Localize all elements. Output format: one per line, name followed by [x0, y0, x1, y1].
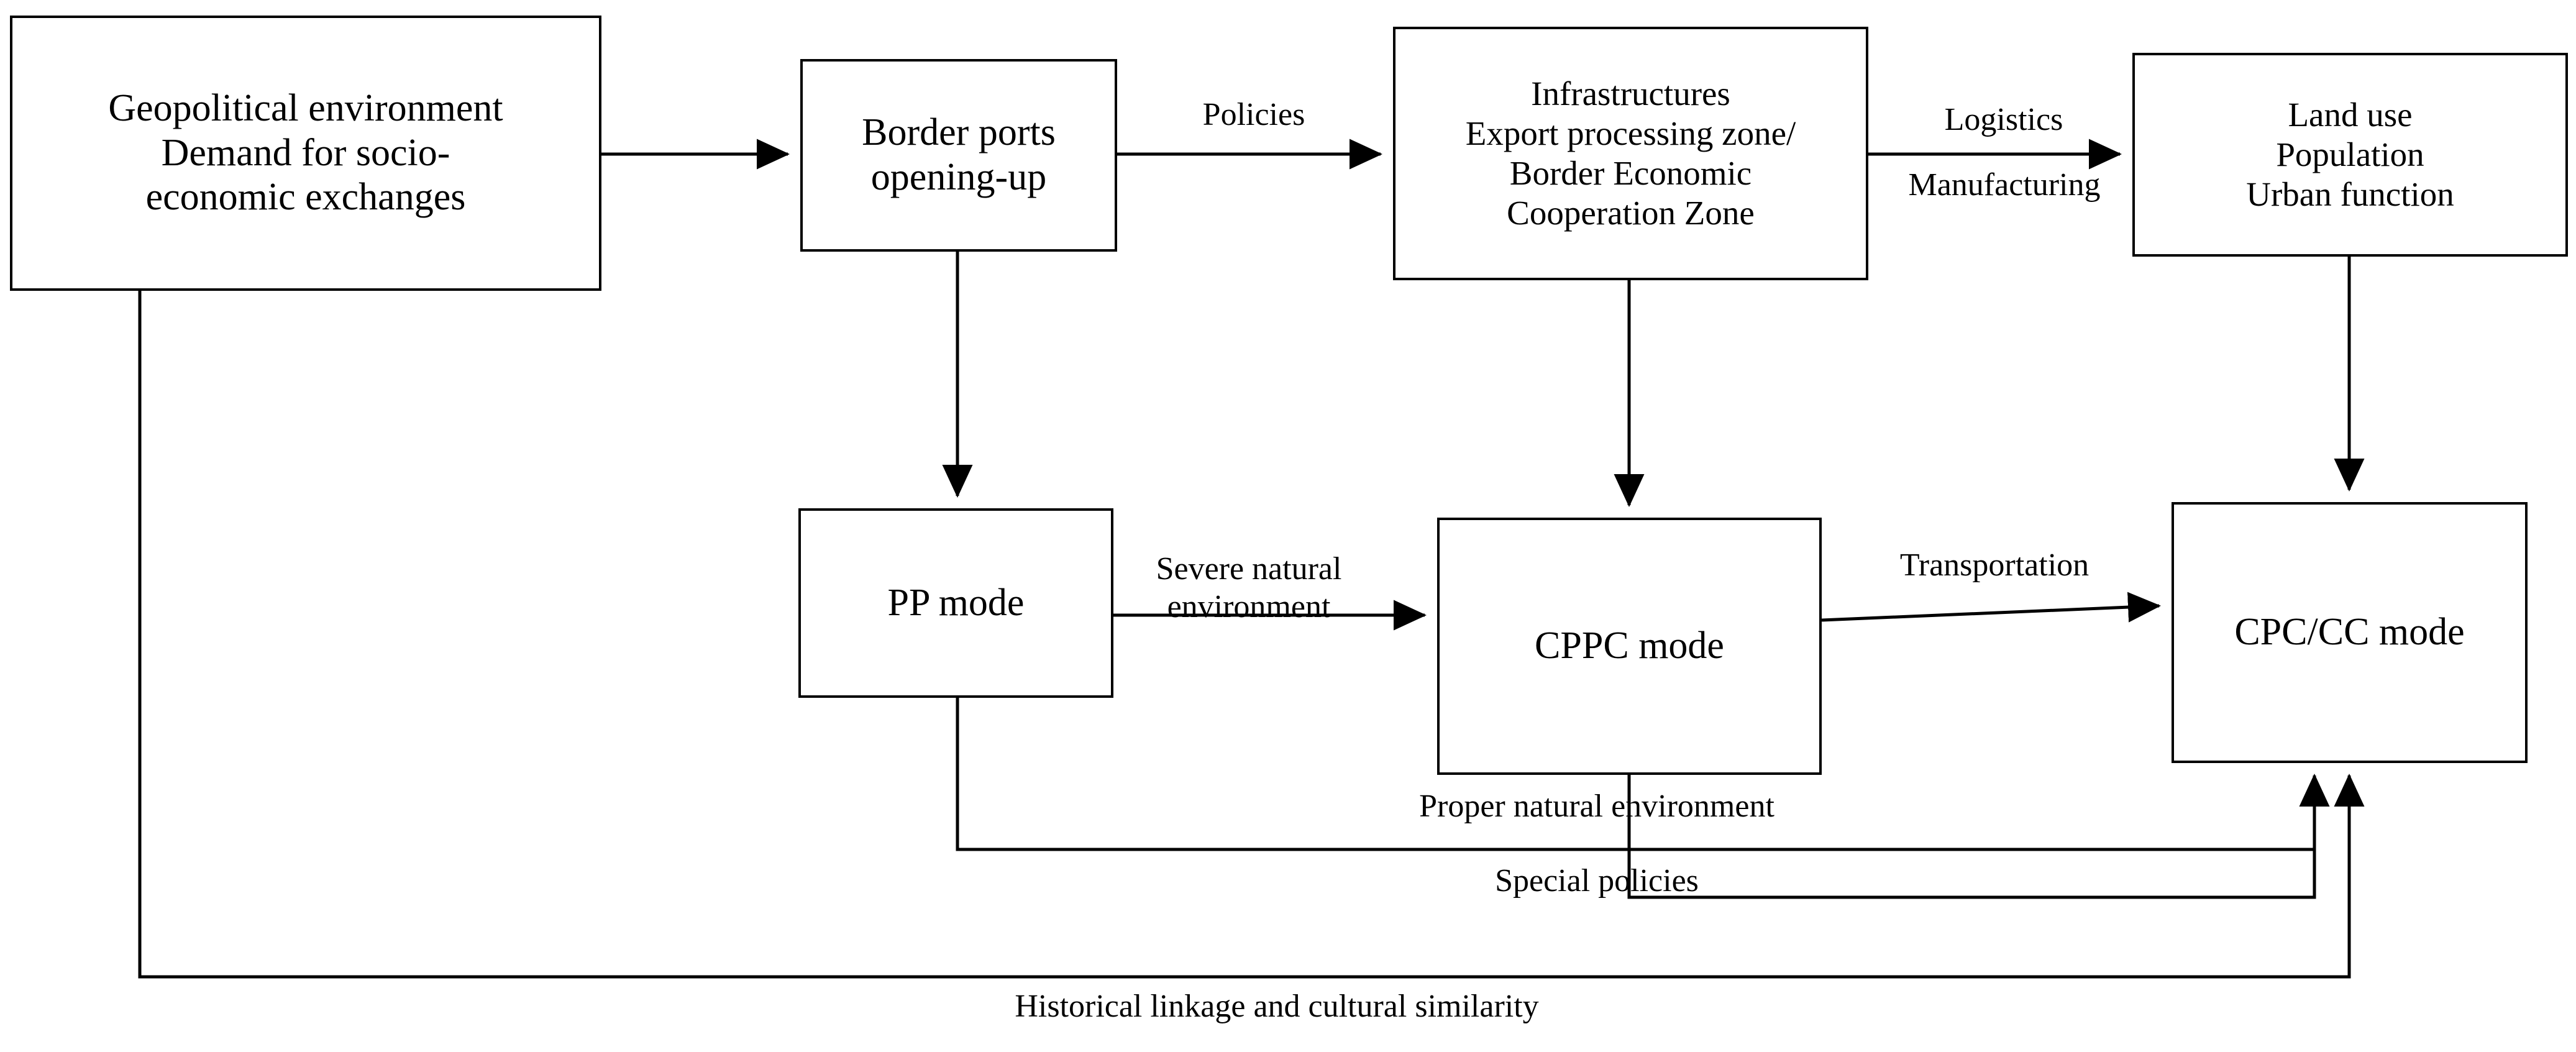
node-line: Demand for socio-	[161, 131, 450, 174]
edge-label-policies: Policies	[1202, 97, 1305, 132]
edge-label-transportation: Transportation	[1899, 547, 2090, 583]
edge-label-line: Severe natural	[1156, 551, 1342, 587]
node-border-ports-opening-up[interactable]: Border ports opening-up	[800, 59, 1117, 252]
node-cppc-mode[interactable]: CPPC mode	[1437, 518, 1822, 775]
edge-label-special-policies: Special policies	[1495, 863, 1699, 899]
node-line: Border ports	[862, 111, 1056, 154]
node-geopolitical-drivers[interactable]: Geopolitical environment Demand for soci…	[10, 16, 601, 291]
node-line: economic exchanges	[145, 176, 466, 219]
node-line: Land use	[2288, 96, 2413, 134]
node-pp-mode[interactable]: PP mode	[798, 508, 1113, 698]
node-infrastructures-zones[interactable]: Infrastructures Export processing zone/ …	[1393, 27, 1868, 280]
node-line: PP mode	[887, 581, 1025, 624]
node-line: Infrastructures	[1531, 75, 1730, 113]
node-line: Geopolitical environment	[108, 86, 503, 129]
edge-label-proper-natural-environment: Proper natural environment	[1419, 789, 1774, 824]
node-line: Export processing zone/	[1465, 114, 1796, 153]
edge-cppc-to-cpccc	[1821, 592, 2161, 623]
node-line: Border Economic	[1509, 154, 1752, 192]
node-line: CPC/CC mode	[2234, 611, 2465, 654]
edge-label-severe-natural-environment: Severe natural environment	[1118, 550, 1379, 626]
edge-label-manufacturing: Manufacturing	[1908, 167, 2101, 203]
node-line: CPPC mode	[1535, 624, 1724, 667]
node-line: opening-up	[870, 156, 1047, 198]
node-land-use-population-urban-function[interactable]: Land use Population Urban function	[2132, 53, 2568, 257]
edge-label-historical-linkage-cultural-similarity: Historical linkage and cultural similari…	[1015, 989, 1539, 1024]
node-line: Urban function	[2246, 175, 2454, 213]
edge-label-line: environment	[1167, 589, 1331, 625]
node-line: Population	[2276, 135, 2424, 174]
edge-feedback-historical-linkage	[138, 291, 2365, 979]
node-line: Cooperation Zone	[1507, 193, 1755, 232]
node-cpc-cc-mode[interactable]: CPC/CC mode	[2172, 502, 2528, 763]
edge-label-logistics: Logistics	[1944, 102, 2063, 137]
